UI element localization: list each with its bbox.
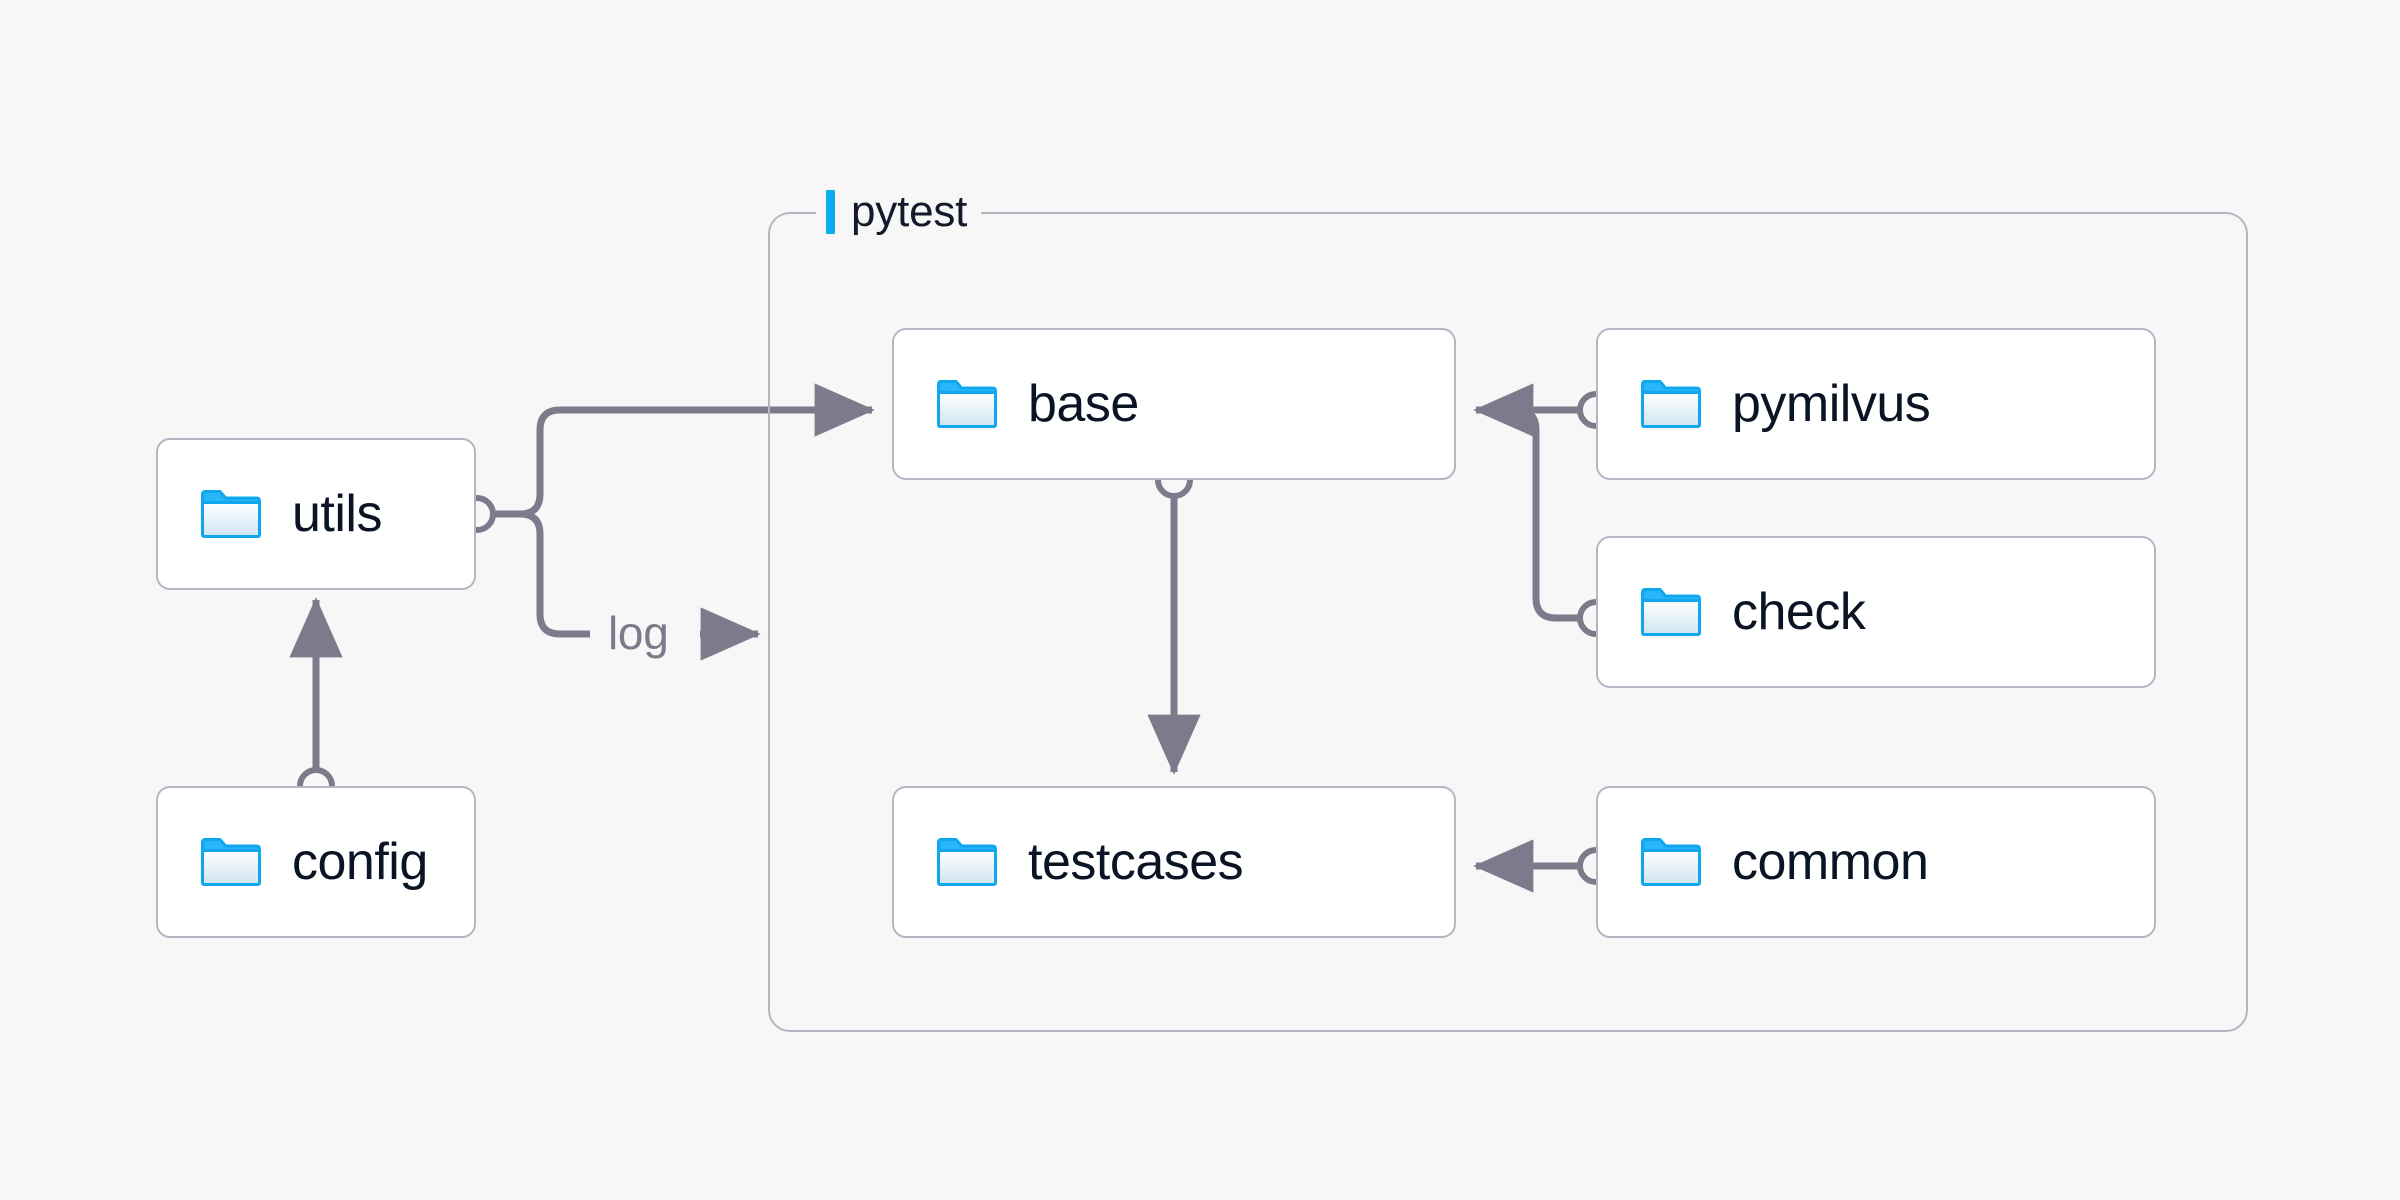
folder-icon <box>1640 379 1702 429</box>
node-check[interactable]: check <box>1596 536 2156 688</box>
node-config[interactable]: config <box>156 786 476 938</box>
node-label-base: base <box>1028 375 1139 433</box>
node-pymilvus[interactable]: pymilvus <box>1596 328 2156 480</box>
node-label-testcases: testcases <box>1028 833 1244 891</box>
group-pytest[interactable] <box>768 212 2248 1032</box>
folder-icon <box>200 489 262 539</box>
node-label-utils: utils <box>292 485 382 543</box>
group-pytest-label: pytest <box>816 183 982 241</box>
folder-icon <box>1640 837 1702 887</box>
folder-icon <box>200 837 262 887</box>
folder-icon <box>936 379 998 429</box>
node-label-common: common <box>1732 833 1929 891</box>
folder-icon <box>936 837 998 887</box>
node-base[interactable]: base <box>892 328 1456 480</box>
node-utils[interactable]: utils <box>156 438 476 590</box>
group-accent-bar <box>826 190 835 234</box>
node-label-config: config <box>292 833 428 891</box>
edge-utils-to-log <box>492 510 590 638</box>
folder-icon <box>1640 587 1702 637</box>
node-testcases[interactable]: testcases <box>892 786 1456 938</box>
node-label-pymilvus: pymilvus <box>1732 375 1931 433</box>
node-common[interactable]: common <box>1596 786 2156 938</box>
group-title: pytest <box>851 187 968 236</box>
node-label-check: check <box>1732 583 1866 641</box>
edge-label-log: log <box>608 607 669 659</box>
